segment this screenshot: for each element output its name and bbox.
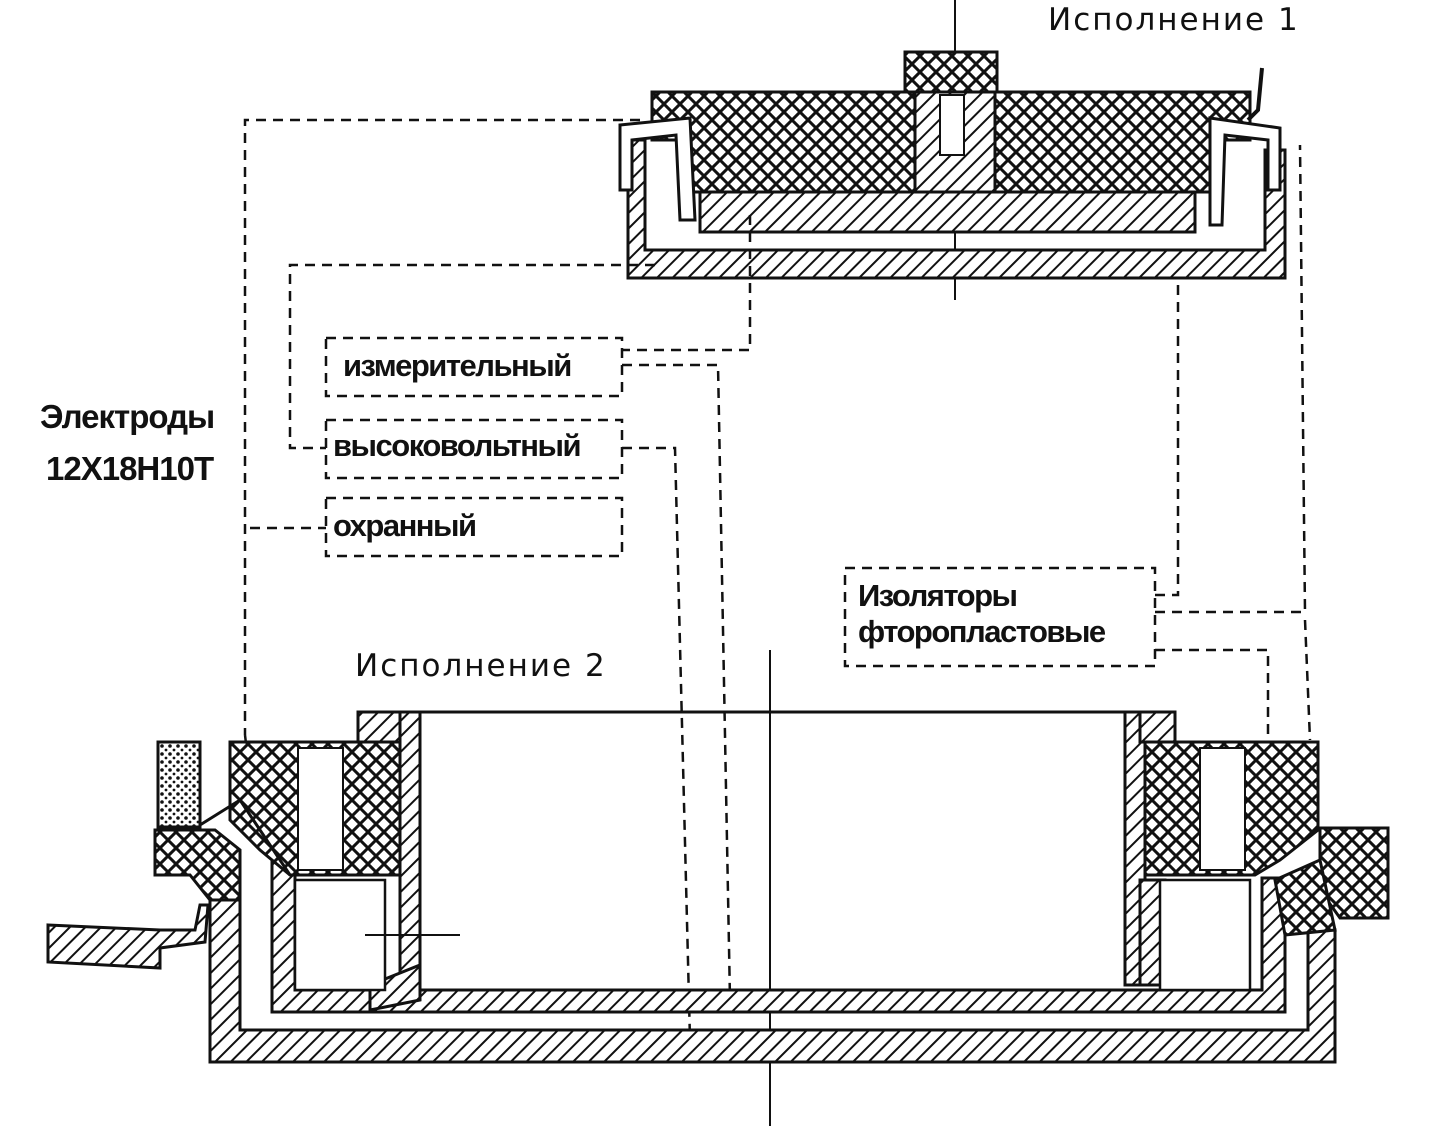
box-high-voltage — [324, 418, 624, 480]
insulators-label-line1: Изоляторы — [858, 578, 1018, 613]
box-guard — [324, 496, 624, 558]
variant-1-top-knob — [903, 50, 999, 94]
variant-1-housing — [626, 138, 1287, 280]
variant-1-label: Исполнение 1 — [1048, 2, 1300, 38]
variant-2-left-foot — [368, 962, 422, 1012]
electrodes-grade: 12Х18Н10Т — [46, 450, 214, 487]
label-boxes — [324, 336, 1157, 668]
variant-2-cable — [46, 903, 210, 970]
leader-ins-bottom-right — [1303, 619, 1312, 741]
leader-ins-top-right — [1155, 144, 1307, 614]
variant-1-lead — [1246, 67, 1264, 122]
variant-2-left-cap — [356, 710, 402, 744]
leader-hv-bottom — [622, 446, 692, 1041]
variant-2-left-bolt — [297, 747, 344, 871]
leader-hv-top — [288, 263, 655, 450]
variant-2-right-bolt — [1199, 747, 1246, 871]
leader-meas-bottom — [622, 363, 732, 1001]
leader-guard-top — [243, 118, 640, 735]
variant-2-left-link — [199, 797, 292, 876]
variant-1-right-clip — [1208, 116, 1282, 227]
variant-2-right-cavity — [1158, 878, 1252, 992]
variant-2-right-cap — [1138, 710, 1177, 744]
variant-2-cell — [46, 650, 1390, 1126]
variant-2-label: Исполнение 2 — [355, 648, 607, 684]
variant-2-left-bracket — [153, 828, 242, 902]
variant-1-cell — [618, 0, 1287, 300]
leader-ins-top-left — [1155, 280, 1180, 597]
electrode-guard-label: охранный — [333, 508, 477, 543]
electrode-high-voltage-label: высоковольтный — [333, 428, 582, 463]
variant-1-left-clip — [618, 116, 697, 222]
electrodes-title: Электроды — [40, 398, 215, 435]
box-insulators — [843, 566, 1157, 668]
leader-ins-bottom — [1155, 648, 1270, 740]
variant-1-bolt — [939, 94, 965, 156]
box-measuring — [324, 336, 624, 398]
insulators-label-line2: фторопластовые — [858, 614, 1106, 649]
electrode-measuring-label: измерительный — [343, 348, 572, 383]
variant-1-measuring-electrode — [698, 190, 1197, 234]
variant-2-right-seal — [1273, 857, 1337, 937]
variant-2-left-wall — [398, 710, 422, 987]
variant-2-left-connector — [156, 740, 202, 829]
